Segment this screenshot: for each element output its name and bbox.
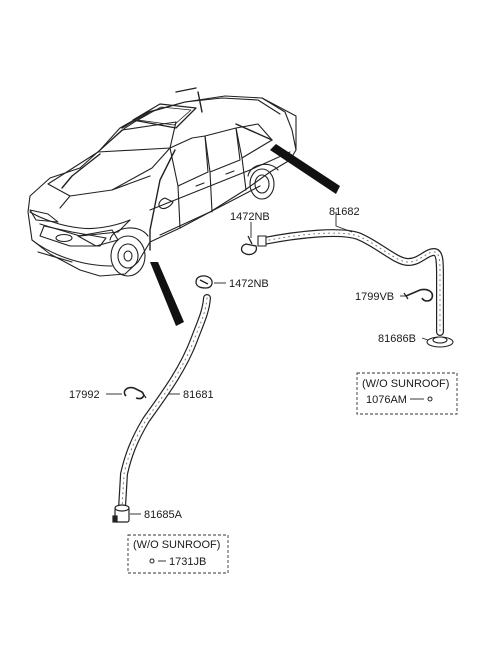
box-right-title: (W/O SUNROOF): [362, 378, 449, 390]
plug-1076am-icon: [427, 396, 433, 402]
hose-81682: [257, 229, 444, 336]
label-81682: 81682: [329, 206, 360, 218]
clip-1472nb-top: [240, 235, 258, 256]
clip-1472nb-mid: [195, 275, 213, 289]
wo-sunroof-box-bottom: [127, 534, 229, 574]
label-81681: 81681: [183, 389, 214, 401]
car-illustration: [27, 87, 297, 277]
pointer-wedge-rear: [270, 144, 340, 194]
clamp-1799vb: [403, 288, 434, 302]
label-1472nb-mid: 1472NB: [229, 278, 269, 290]
wo-sunroof-box-right: [356, 372, 458, 415]
label-81686b: 81686B: [378, 333, 416, 345]
hose-81681: [118, 294, 211, 512]
leader-lines: [106, 212, 429, 562]
label-81685a: 81685A: [144, 509, 183, 521]
connector-81685a: [112, 504, 130, 523]
clamp-17992: [123, 386, 147, 400]
label-1472nb-top: 1472NB: [230, 211, 270, 223]
label-17992: 17992: [69, 389, 100, 401]
label-1799vb: 1799VB: [355, 291, 394, 303]
grommet-81686b: [426, 336, 454, 348]
label-1731jb: 1731JB: [169, 556, 206, 568]
box-bottom-title: (W/O SUNROOF): [133, 539, 220, 551]
label-1076am: 1076AM: [366, 394, 407, 406]
pointer-wedges: [150, 144, 340, 326]
plug-1731jb-icon: [149, 558, 155, 564]
pointer-wedge-front: [150, 262, 184, 326]
